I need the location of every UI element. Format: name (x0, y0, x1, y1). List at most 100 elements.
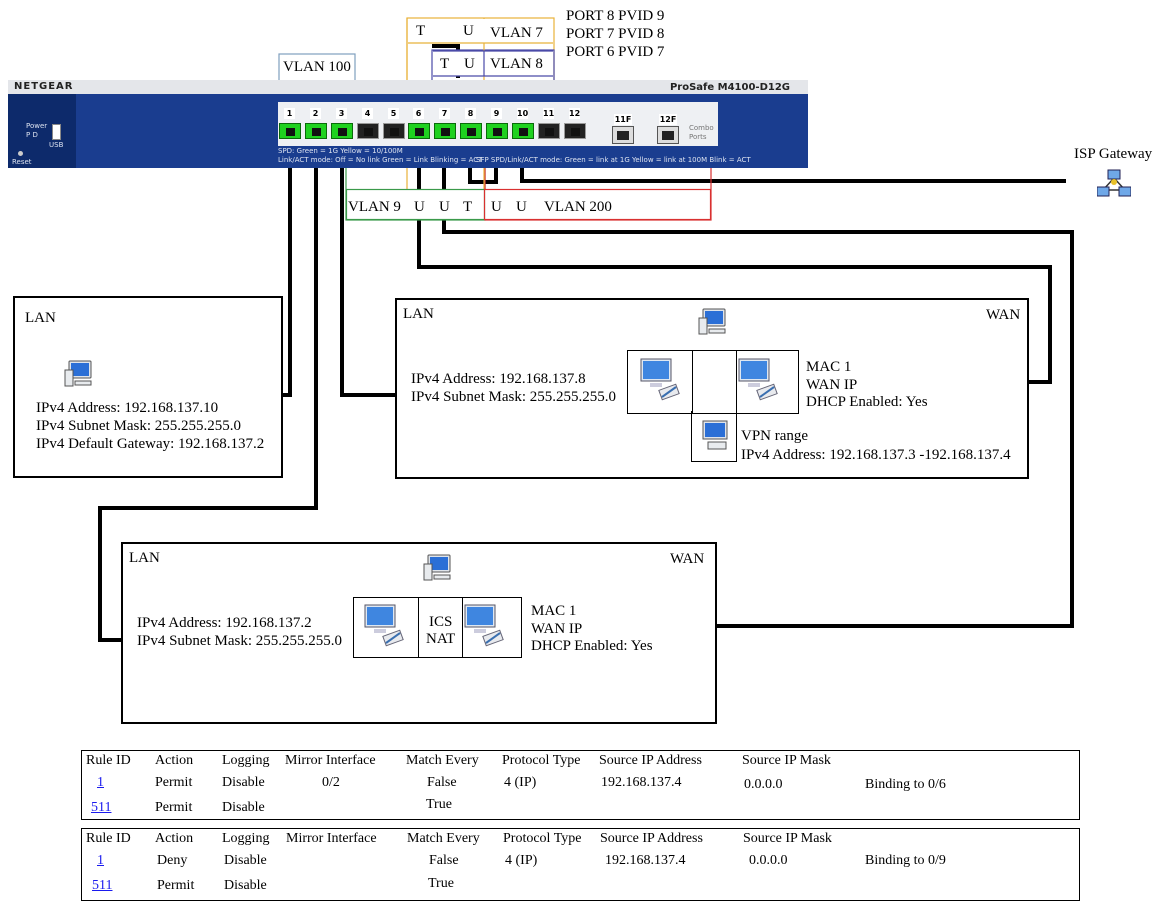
port-num-3: 3 (336, 108, 347, 119)
pvid-port6: PORT 6 PVID 7 (566, 44, 665, 60)
sfp-port-11f (612, 126, 634, 144)
port-7 (434, 123, 456, 139)
port-num-11f: 11F (614, 114, 632, 125)
combo-label-1: Combo (689, 124, 714, 132)
vlan7-tag-t: T (416, 23, 426, 39)
host3-wan-ip: WAN IP (531, 621, 583, 637)
power-label: Power (26, 122, 48, 130)
pd-label: P D (26, 131, 38, 139)
acl2-row2-action: Permit (157, 878, 195, 893)
cable-port6-host2wan (417, 150, 1052, 384)
vlan8-tag-t: T (440, 56, 450, 72)
port-8 (460, 123, 482, 139)
vlan9-label: VLAN 9 (348, 199, 401, 215)
vlan200-tag-u1: U (491, 199, 502, 215)
acl1-header-mirror: Mirror Interface (285, 753, 376, 768)
acl1-header-match: Match Every (406, 753, 479, 768)
acl2-header-mirror: Mirror Interface (286, 831, 377, 846)
vlan9-tag-u1: U (414, 199, 425, 215)
host3-nat: NAT (426, 631, 456, 647)
host3-adapter-grid (353, 597, 522, 658)
acl2-header-action: Action (155, 831, 194, 846)
pvid-port8: PORT 8 PVID 9 (566, 8, 665, 24)
networked-computer-icon (640, 358, 680, 401)
acl-table-2: Rule ID Action Logging Mirror Interface … (81, 828, 1080, 901)
port-num-8: 8 (465, 108, 476, 119)
host3-box: LAN WAN IPv4 Address: 192.168.137.2 IPv4… (121, 542, 717, 724)
host3-ip: IPv4 Address: 192.168.137.2 (137, 615, 312, 631)
acl-table-1: Rule ID Action Logging Mirror Interface … (81, 750, 1080, 820)
acl1-row1-protocol: 4 (IP) (504, 775, 537, 790)
port-12 (564, 123, 586, 139)
port-num-10: 10 (517, 108, 529, 119)
vlan7-label-box (408, 19, 553, 43)
acl2-header-src-ip: Source IP Address (600, 831, 703, 846)
acl2-row2-logging: Disable (224, 878, 267, 893)
port-6 (408, 123, 430, 139)
network-gateway-icon (1097, 169, 1131, 197)
acl1-row2-rule-id[interactable]: 511 (91, 800, 112, 815)
host2-box: LAN WAN IPv4 Address: 192.168.137.8 IPv4… (395, 298, 1029, 479)
acl1-row2-match: True (426, 797, 452, 812)
acl1-header-logging: Logging (222, 753, 270, 768)
vlan7-tag-u: U (463, 23, 474, 39)
vlan9-tag-t: T (463, 199, 473, 215)
host2-adapter-grid (627, 350, 799, 414)
acl1-row1-logging: Disable (222, 775, 265, 790)
port-9 (486, 123, 508, 139)
switch-legend-sfp: SFP SPD/Link/ACT mode: Green = link at 1… (476, 156, 751, 164)
acl1-row1-rule-id[interactable]: 1 (97, 775, 104, 790)
vlan8-label: VLAN 8 (490, 56, 543, 72)
acl2-row1-src-mask: 0.0.0.0 (749, 853, 788, 868)
host2-vpn-ip: IPv4 Address: 192.168.137.3 -192.168.137… (741, 447, 1011, 463)
port-num-11: 11 (543, 108, 555, 119)
acl1-row2-logging: Disable (222, 800, 265, 815)
host3-mac: MAC 1 (531, 603, 577, 619)
acl1-header-protocol: Protocol Type (502, 753, 581, 768)
host2-mask: IPv4 Subnet Mask: 255.255.255.0 (411, 389, 617, 405)
vlan200-tag-u2: U (516, 199, 527, 215)
acl1-header-rule-id: Rule ID (86, 753, 131, 768)
pvid-port7: PORT 7 PVID 8 (566, 26, 665, 42)
vlan200-label: VLAN 200 (544, 199, 612, 215)
port-1 (279, 123, 301, 139)
lan1-mask: IPv4 Subnet Mask: 255.255.255.0 (36, 418, 242, 434)
acl1-header-src-mask: Source IP Mask (742, 753, 831, 768)
host2-mac: MAC 1 (806, 359, 852, 375)
switch-legend-2: Link/ACT mode: Off = No link Green = Lin… (278, 156, 483, 164)
host2-ip: IPv4 Address: 192.168.137.8 (411, 371, 586, 387)
desktop-computer-icon (423, 554, 451, 581)
acl2-row1-action: Deny (157, 853, 188, 868)
port-num-6: 6 (413, 108, 424, 119)
acl2-header-src-mask: Source IP Mask (743, 831, 832, 846)
port-num-1: 1 (284, 108, 295, 119)
acl1-row1-match: False (427, 775, 457, 790)
networked-computer-icon (364, 604, 404, 647)
usb-label: USB (49, 141, 64, 149)
acl1-row1-action: Permit (155, 775, 193, 790)
port-num-5: 5 (388, 108, 399, 119)
acl1-header-src-ip: Source IP Address (599, 753, 702, 768)
lan1-title: LAN (25, 310, 56, 326)
host3-wan-title: WAN (670, 551, 705, 567)
acl1-header-action: Action (155, 753, 194, 768)
acl2-header-match: Match Every (407, 831, 480, 846)
host2-vpn-label: VPN range (741, 428, 809, 444)
desktop-computer-icon (64, 360, 92, 387)
networked-computer-icon (464, 604, 504, 647)
host2-dhcp: DHCP Enabled: Yes (806, 394, 928, 410)
acl2-row1-rule-id[interactable]: 1 (97, 853, 104, 868)
acl1-binding: Binding to 0/6 (865, 777, 946, 792)
switch-model: ProSafe M4100-D12G (669, 82, 790, 93)
acl2-binding: Binding to 0/9 (865, 853, 946, 868)
port-num-4: 4 (362, 108, 373, 119)
acl2-row1-src-ip: 192.168.137.4 (605, 853, 686, 868)
acl1-row1-mirror: 0/2 (322, 775, 340, 790)
acl2-row2-match: True (428, 876, 454, 891)
switch-legend-1: SPD: Green = 1G Yellow = 10/100M (278, 147, 403, 155)
port-10 (512, 123, 534, 139)
netgear-switch: NETGEAR ProSafe M4100-D12G Power P D USB… (8, 80, 808, 168)
host3-lan-title: LAN (129, 550, 160, 566)
acl2-header-rule-id: Rule ID (86, 831, 131, 846)
acl2-row2-rule-id[interactable]: 511 (92, 878, 113, 893)
